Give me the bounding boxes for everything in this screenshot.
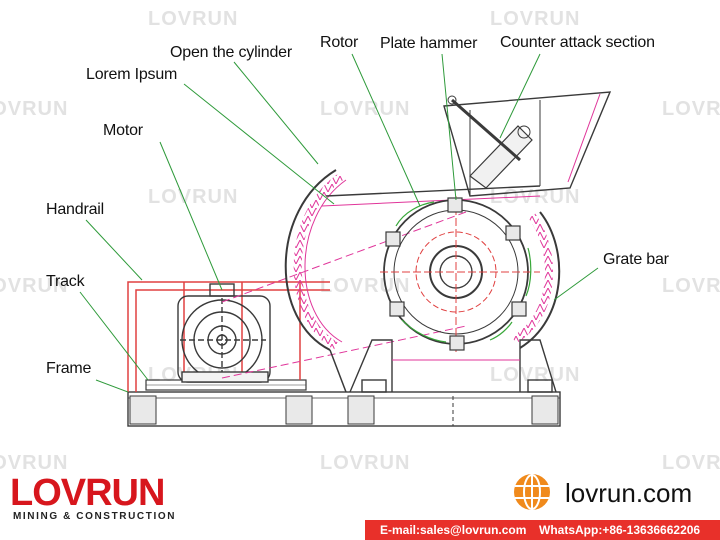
label-plate-hammer: Plate hammer (380, 35, 478, 52)
plate-hammers (385, 197, 527, 351)
watermark: LOVRUN (662, 452, 720, 474)
watermark: LOVRUN (490, 8, 581, 30)
website-link[interactable]: lovrun.com (565, 478, 693, 508)
label-frame: Frame (46, 360, 92, 377)
crusher-housing (284, 91, 612, 393)
watermark: LOVRUN (148, 186, 239, 208)
label-handrail: Handrail (46, 201, 104, 218)
frame (127, 391, 561, 427)
contact-bar (365, 520, 720, 540)
globe-icon (514, 474, 550, 510)
watermark: LOVRUN (0, 452, 69, 474)
hammer-swing-arcs (395, 201, 532, 343)
label-lorem-ipsum: Lorem Ipsum (86, 66, 178, 83)
motor (177, 283, 271, 383)
rotor (380, 196, 540, 352)
label-rotor: Rotor (320, 34, 359, 51)
watermark: LOVRUN (490, 186, 581, 208)
label-open-cylinder: Open the cylinder (170, 44, 293, 61)
watermark: LOVRUN (490, 364, 581, 386)
watermark: LOVRUN (320, 452, 411, 474)
label-grate-bar: Grate bar (603, 251, 669, 268)
label-motor: Motor (103, 122, 143, 139)
label-track: Track (46, 273, 85, 290)
watermark: LOVRUN (320, 98, 411, 120)
support-legs (349, 339, 557, 393)
watermark: LOVRUN (148, 8, 239, 30)
watermark: LOVRUN (662, 275, 720, 297)
contact-whatsapp[interactable]: WhatsApp:+86-13636662206 (539, 523, 701, 537)
watermark: LOVRUN (0, 275, 69, 297)
contact-email[interactable]: E-mail:sales@lovrun.com (380, 523, 527, 537)
drive-belt (221, 211, 467, 379)
brand-logo: LOVRUN (10, 472, 165, 514)
watermark: LOVRUN (0, 98, 69, 120)
brand-tagline: MINING & CONSTRUCTION (13, 511, 177, 522)
watermark: LOVRUN (662, 98, 720, 120)
leader-lines (79, 53, 599, 393)
label-counter-attack-section: Counter attack section (500, 34, 655, 51)
